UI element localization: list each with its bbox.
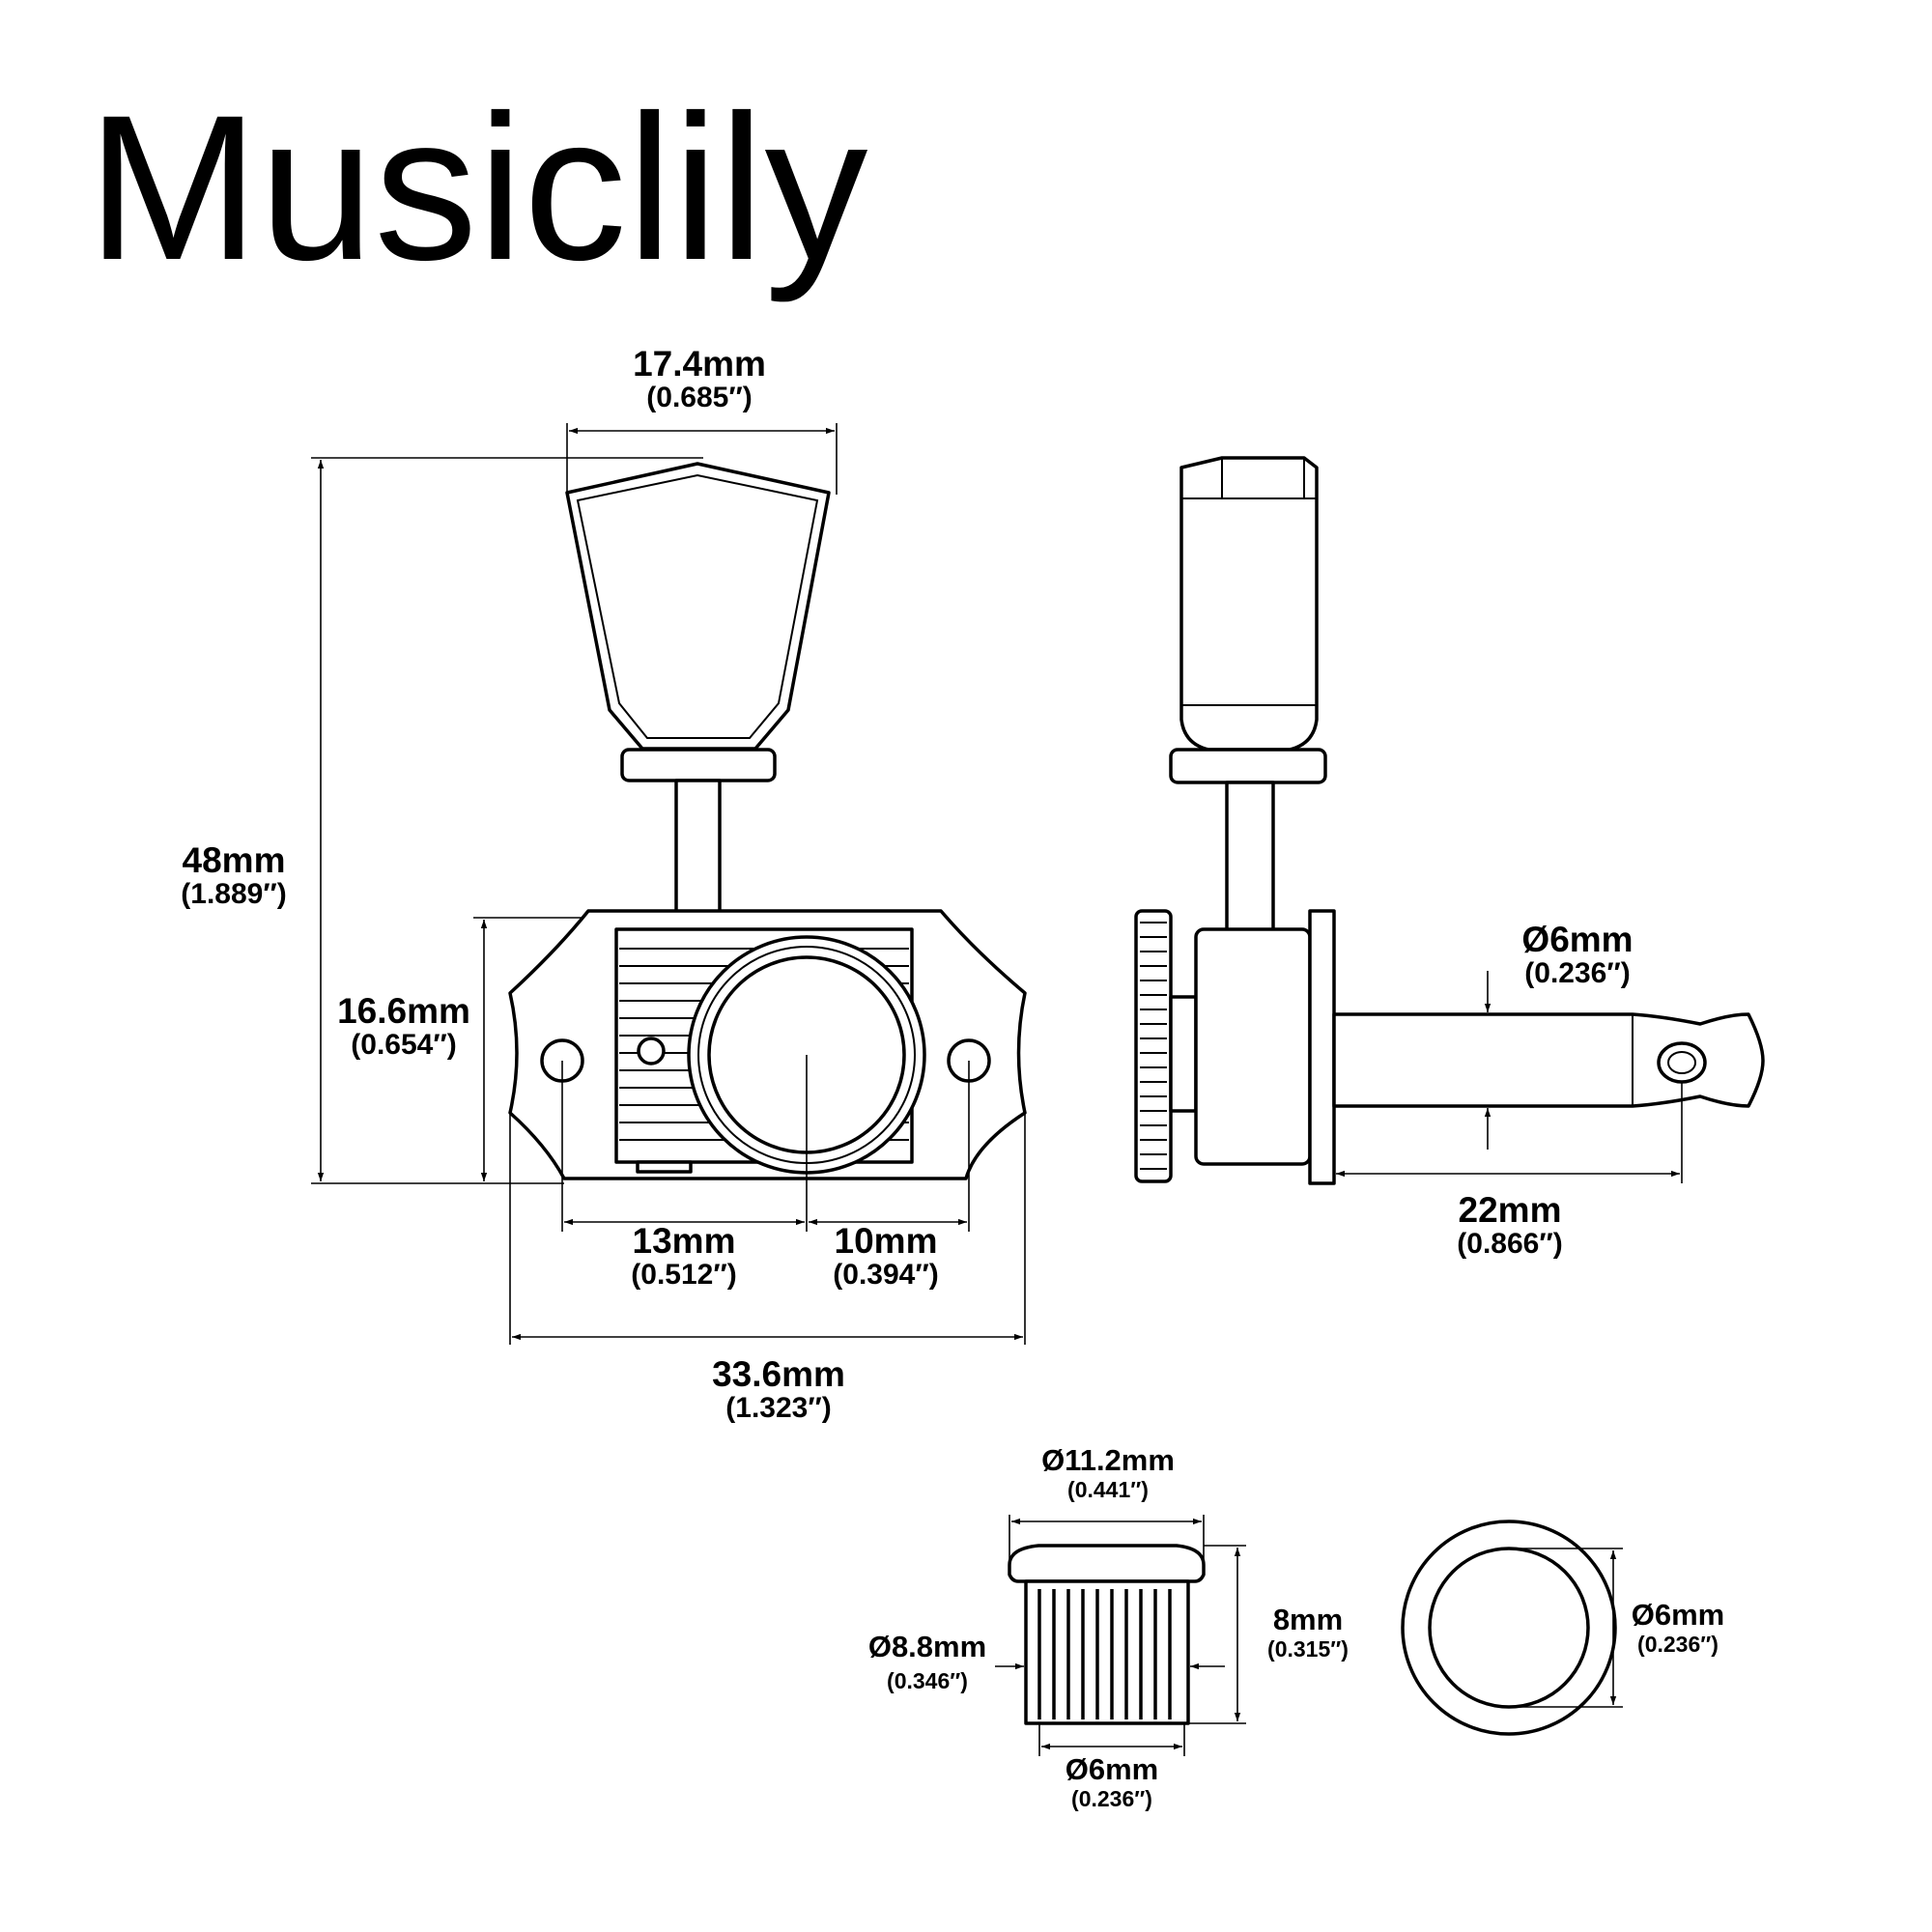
label-bushing-height-mm: 8mm	[1273, 1603, 1343, 1636]
label-inner-diameter-inch: (0.236″)	[1071, 1786, 1152, 1811]
label-flange-diameter-mm: Ø11.2mm	[1041, 1443, 1175, 1477]
wheel-hub	[1169, 995, 1198, 1113]
bushing-flange	[1008, 1544, 1206, 1583]
label-button-width-mm: 17.4mm	[633, 344, 766, 384]
bushing-top-view: Ø6mm (0.236″)	[1401, 1520, 1724, 1736]
bushing-ribs	[1037, 1589, 1172, 1719]
bushing-top-inner	[1428, 1547, 1590, 1709]
front-view: 17.4mm (0.685″) 48mm (1.889″) 16.6mm (0.…	[181, 344, 1027, 1424]
label-hole-to-post-inch: (0.512″)	[631, 1259, 736, 1291]
label-top-inner-diameter-mm: Ø6mm	[1632, 1598, 1724, 1632]
tuner-button-inner-outline	[576, 473, 819, 739]
label-post-to-hole-inch: (0.394″)	[833, 1259, 938, 1291]
side-button-shaft	[1225, 781, 1275, 934]
label-top-inner-diameter-inch: (0.236″)	[1637, 1632, 1719, 1657]
label-housing-height-inch: (0.654″)	[351, 1029, 456, 1061]
plate-side	[1308, 909, 1336, 1185]
button-shaft	[674, 779, 722, 932]
label-post-diameter-inch: (0.236″)	[1524, 957, 1630, 989]
string-hole-outer	[1657, 1041, 1707, 1084]
housing-side	[1194, 927, 1312, 1166]
side-view: Ø6mm (0.236″) 22mm (0.866″)	[1134, 456, 1765, 1260]
bushing-body	[1024, 1579, 1190, 1725]
tuner-button	[565, 462, 831, 751]
label-housing-height-mm: 16.6mm	[337, 991, 470, 1031]
label-button-width-inch: (0.685″)	[646, 382, 752, 413]
side-button-collar	[1169, 748, 1327, 784]
knurl-lines	[1140, 922, 1167, 1170]
label-inner-diameter-mm: Ø6mm	[1065, 1752, 1158, 1786]
button-collar	[620, 748, 777, 782]
label-post-to-hole-mm: 10mm	[835, 1221, 938, 1261]
brand-title: Musiclily	[87, 72, 867, 303]
label-post-diameter-mm: Ø6mm	[1521, 920, 1633, 959]
gear-tab	[636, 1160, 693, 1174]
gear-screw	[637, 1037, 666, 1065]
label-body-diameter-mm: Ø8.8mm	[868, 1630, 986, 1663]
label-bushing-height-inch: (0.315″)	[1267, 1636, 1349, 1662]
label-post-length-inch: (0.866″)	[1457, 1228, 1562, 1260]
label-hole-to-post-mm: 13mm	[633, 1221, 736, 1261]
label-flange-diameter-inch: (0.441″)	[1067, 1477, 1149, 1502]
label-overall-width-inch: (1.323″)	[725, 1392, 831, 1424]
string-hole-inner	[1667, 1051, 1696, 1074]
bushing-side-view: Ø11.2mm (0.441″) Ø8.8mm (0.346″) 8mm (0.…	[868, 1443, 1349, 1811]
label-body-diameter-inch: (0.346″)	[887, 1668, 968, 1693]
label-overall-width-mm: 33.6mm	[712, 1354, 845, 1394]
label-overall-height-inch: (1.889″)	[181, 878, 286, 910]
label-overall-height-mm: 48mm	[183, 840, 286, 880]
string-post	[1332, 1012, 1765, 1108]
label-post-length-mm: 22mm	[1459, 1190, 1562, 1230]
